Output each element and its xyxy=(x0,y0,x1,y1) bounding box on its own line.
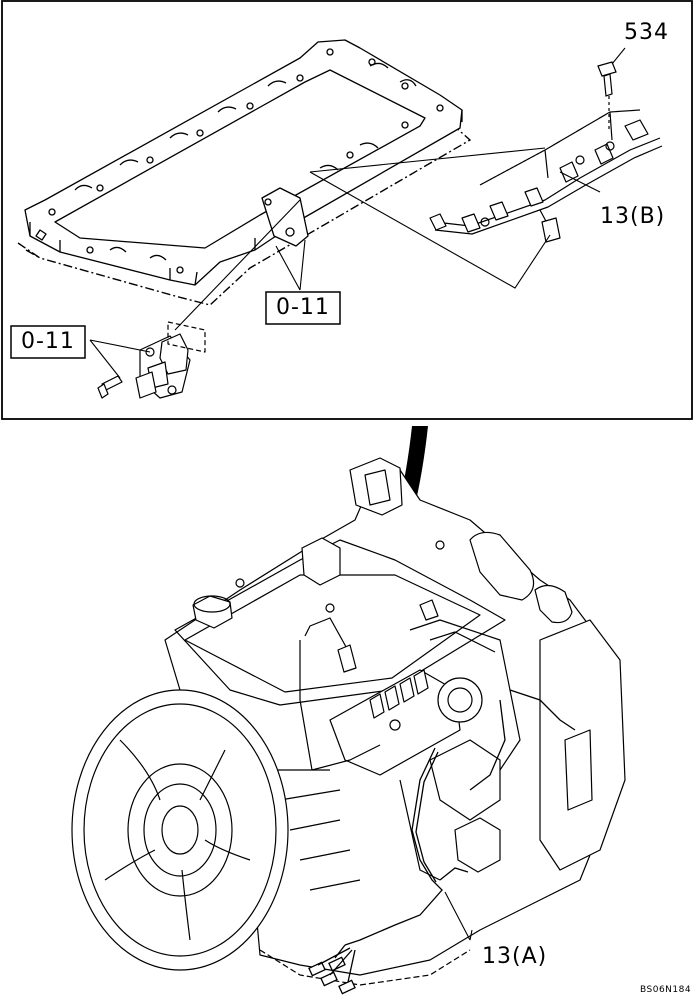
callout-ref-lower: 0-11 xyxy=(21,329,75,354)
sensor-assembly xyxy=(97,321,206,399)
detail-panel xyxy=(1,0,693,420)
cooling-fan xyxy=(71,689,289,971)
ref-box-lower xyxy=(10,325,86,359)
leader-13a xyxy=(444,891,473,941)
drawing-code: BS06N184 xyxy=(640,985,692,995)
harness-13a xyxy=(308,689,576,995)
leader-lines xyxy=(89,47,626,379)
bolt-534 xyxy=(597,61,617,130)
callout-534: 534 xyxy=(624,20,669,45)
callout-13a: 13(A) xyxy=(482,944,548,969)
cylinder-head-cover xyxy=(24,39,463,286)
ref-box-upper xyxy=(265,291,341,325)
cover-gasket xyxy=(17,117,472,306)
callout-13b: 13(B) xyxy=(600,204,666,229)
callout-ref-upper: 0-11 xyxy=(276,295,330,320)
harness-13b xyxy=(429,109,663,243)
